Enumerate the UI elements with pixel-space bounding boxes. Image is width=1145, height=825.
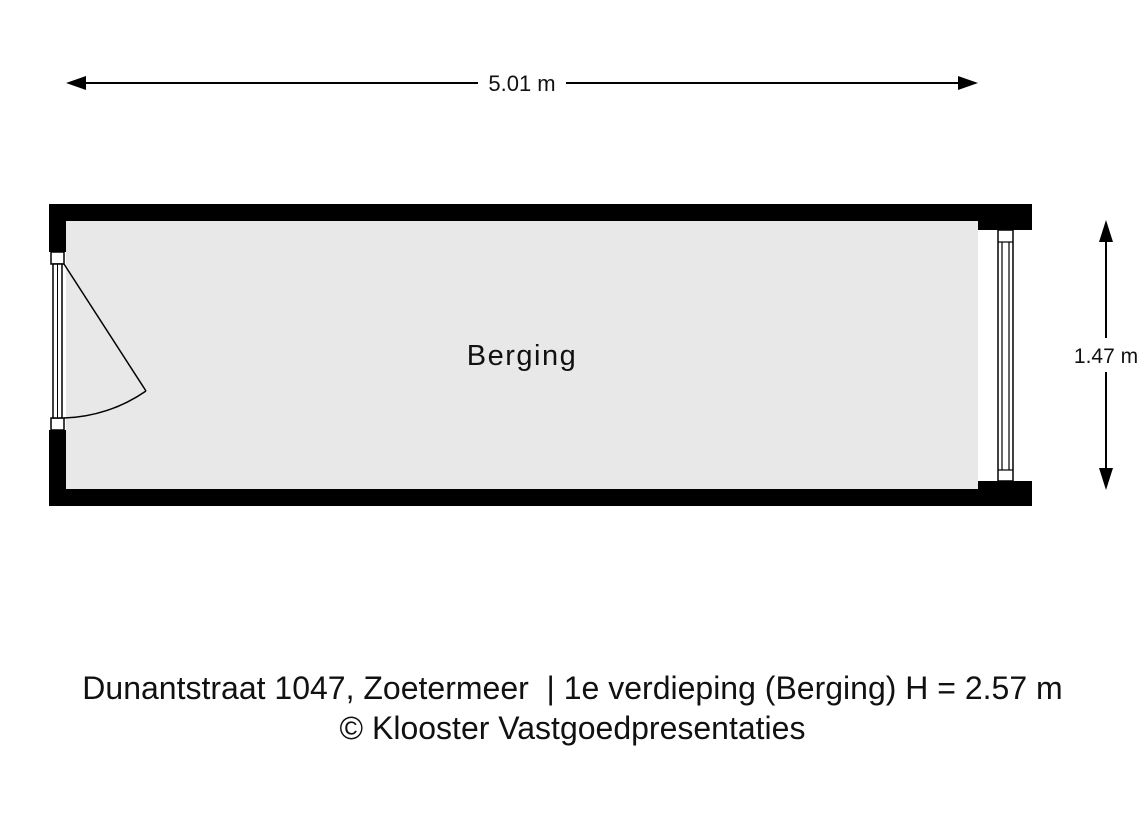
- arrow-up-icon: [1099, 220, 1113, 242]
- arrow-down-icon: [1099, 468, 1113, 490]
- width-label: 5.01 m: [488, 71, 555, 96]
- height-dimension: 1.47 m: [1074, 220, 1138, 490]
- window: [997, 229, 1014, 482]
- caption-copyright: © Klooster Vastgoedpresentaties: [339, 710, 806, 746]
- room-label: Berging: [467, 340, 577, 372]
- caption-address: Dunantstraat 1047, Zoetermeer | 1e verdi…: [82, 670, 1063, 706]
- arrow-left-icon: [66, 76, 86, 90]
- floorplan: 5.01 m 1.47 m Berging: [49, 71, 1138, 506]
- door: [50, 251, 147, 431]
- walls: [49, 204, 1032, 506]
- door-swing-leaf: [63, 263, 147, 392]
- arrow-right-icon: [958, 76, 978, 90]
- wall-left-lower: [49, 430, 66, 506]
- window-frame: [997, 229, 1014, 482]
- door-jamb-top: [50, 251, 65, 265]
- room-floor: [66, 221, 978, 489]
- door-swing-arc: [63, 390, 147, 419]
- wall-left-upper: [49, 204, 66, 252]
- height-label: 1.47 m: [1074, 345, 1138, 368]
- wall-right-upper: [978, 204, 1032, 230]
- door-jamb-bottom: [50, 417, 65, 431]
- wall-top: [49, 204, 1032, 221]
- wall-bottom: [49, 489, 1032, 506]
- wall-right-lower: [978, 481, 1032, 506]
- width-dimension: 5.01 m: [66, 71, 978, 96]
